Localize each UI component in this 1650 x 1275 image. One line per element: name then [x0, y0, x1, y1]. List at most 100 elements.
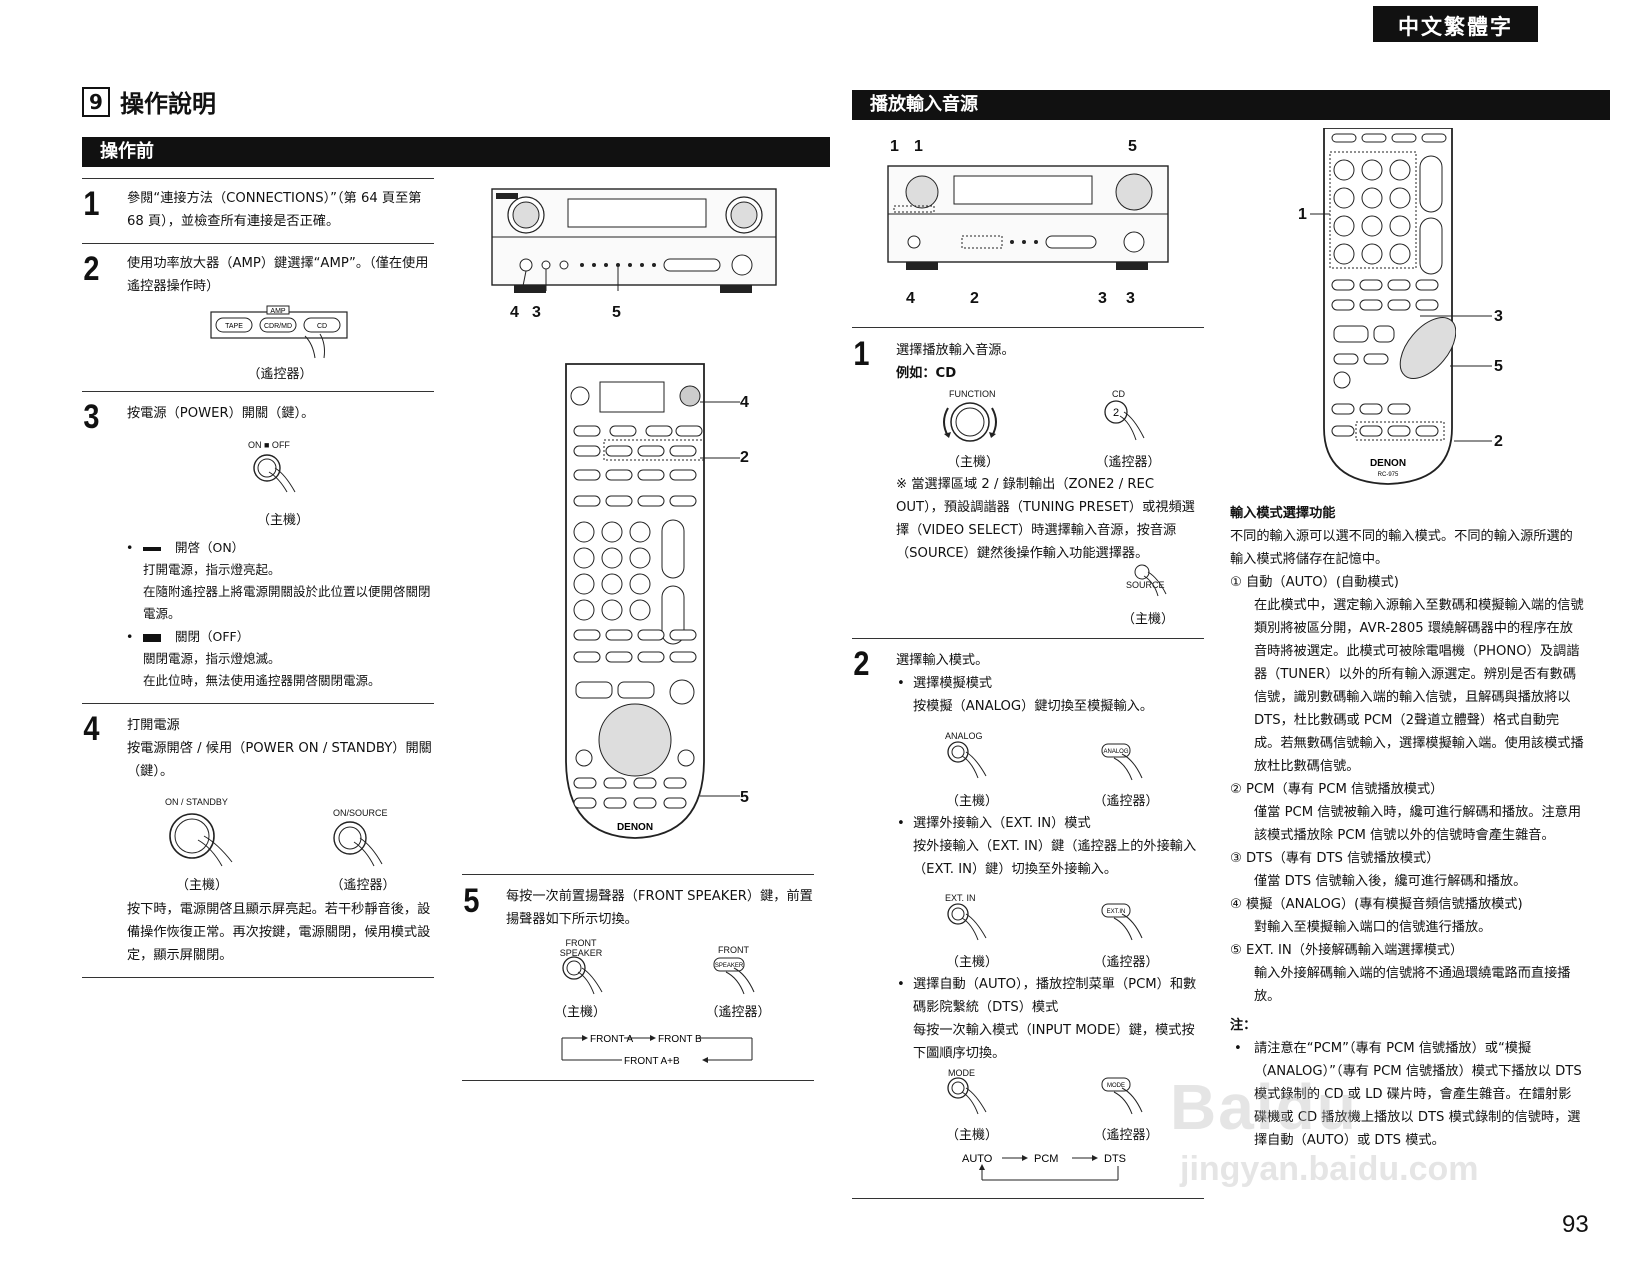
feature-item-body: 僅當 DTS 信號輸入後，纔可進行解碼和播放。	[1254, 874, 1527, 889]
callout-1: 1	[914, 138, 923, 155]
callout-4: 4	[906, 290, 915, 307]
source-label: SOURCE	[1126, 580, 1165, 590]
feature-item: ④ 模擬（ANALOG）(專有模擬音頻信號播放模式)對輸入至模擬輸入端口的信號進…	[1230, 893, 1584, 939]
callout-5: 5	[740, 789, 749, 806]
step-number: 2	[83, 250, 100, 288]
step-text: 使用功率放大器（AMP）鍵選擇“AMP”。（僅在使用遙控器操作時）	[127, 256, 429, 294]
source-button-illustration	[1134, 564, 1167, 597]
feature-item-body: 僅當 PCM 信號被輸入時，纔可進行解碼和播放。注意用該模式播放除 PCM 信號…	[1254, 805, 1582, 843]
section-number: 9	[82, 86, 110, 117]
feature-item-body: 輸入外接解碼輸入端的信號將不通過環繞電路而直接播放。	[1254, 966, 1571, 1004]
caption-remote: （遙控器）	[330, 878, 396, 893]
remote-brand-label: DENON	[617, 822, 653, 833]
bullet-line: 打開電源，指示燈亮起。	[143, 562, 281, 577]
ext-in-key-illustration: EXT.IN	[1101, 903, 1143, 941]
flow-dts: DTS	[1104, 1153, 1126, 1165]
caption-remote: （遙控器）	[705, 1005, 771, 1020]
bullet-title: 開啓（ON）	[174, 540, 245, 555]
mode-bullet-auto-pcm-dts: •選擇自動（AUTO），播放控制菜單（PCM）和數碼影院繫統（DTS）模式 每按…	[897, 973, 1203, 1065]
section-bar-before-operation: 操作前	[82, 137, 830, 167]
language-tab: 中文繁體字	[1373, 6, 1538, 42]
flow-auto: AUTO	[962, 1153, 993, 1165]
cd-key-label: CD	[317, 323, 327, 330]
bullet-line: 在隨附遙控器上將電源開關設於此位置以便開啓關閉電源。	[143, 584, 431, 621]
callout-2: 2	[970, 290, 979, 307]
caption-remote: （遙控器）	[247, 367, 313, 382]
feature-item-head: ① 自動（AUTO）(自動模式)	[1230, 575, 1399, 590]
front-speaker-flow-diagram: FRONT A FRONT B FRONT A+B	[561, 1034, 753, 1067]
step-text: 參閱“連接方法（CONNECTIONS）”（第 64 頁至第 68 頁），並檢查…	[127, 191, 422, 229]
step-text: 每按一次前置揚聲器（FRONT SPEAKER）鍵，前置揚聲器如下所示切換。	[506, 889, 813, 927]
divider	[852, 638, 1204, 639]
callout-leaders	[700, 401, 740, 797]
feature-item: ② PCM（專有 PCM 信號播放模式） 僅當 PCM 信號被輸入時，纔可進行解碼…	[1230, 778, 1584, 847]
feature-item-head: ② PCM（專有 PCM 信號播放模式）	[1230, 782, 1444, 797]
divider	[852, 327, 1204, 328]
feature-item-body: 對輸入至模擬輸入端口的信號進行播放。	[1254, 920, 1492, 935]
section-bar-playback: 播放輸入音源	[852, 90, 1610, 120]
caption-main-unit: （主機）	[945, 955, 998, 970]
callout-2: 2	[1494, 433, 1503, 450]
remote-brand-label: DENON	[1370, 458, 1406, 469]
step-number: 3	[83, 398, 100, 436]
mode-key-illustration: MODE	[1101, 1077, 1143, 1115]
receiver-front-panel-illustration	[491, 188, 777, 293]
tape-key-label: TAPE	[225, 323, 243, 330]
power-on-bullet: • 開啓（ON） 打開電源，指示燈亮起。 在隨附遙控器上將電源開關設於此位置以便…	[126, 537, 433, 625]
power-button-illustration	[253, 454, 296, 493]
ext-in-key-label: EXT.IN	[1107, 909, 1126, 915]
caption-main-unit: （主機）	[175, 878, 228, 893]
callout-1: 1	[1298, 206, 1307, 223]
on-standby-button-illustration	[169, 813, 233, 867]
front-speaker-label: FRONT SPEAKER	[559, 938, 603, 958]
on-off-label: ON ■ OFF	[248, 440, 290, 450]
speaker-key-illustration: SPEAKER	[713, 957, 755, 995]
caption-main-unit: （主機）	[945, 794, 998, 809]
callout-5: 5	[1494, 358, 1503, 375]
input-mode-feature-section: 輸入模式選擇功能 不同的輸入源可以選不同的輸入模式。不同的輸入源所選的輸入模式將…	[1230, 502, 1584, 1152]
on-standby-label: ON / STANDBY	[165, 797, 228, 807]
bullet-title: 選擇自動（AUTO），播放控制菜單（PCM）和數碼影院繫統（DTS）模式	[913, 977, 1197, 1015]
cd-label: CD	[1112, 389, 1125, 399]
bullet-title: 選擇外接輸入（EXT. IN）模式	[913, 816, 1091, 831]
caption-remote: （遙控器）	[1093, 955, 1159, 970]
front-label: FRONT	[718, 945, 749, 955]
section-title-text: 操作說明	[120, 90, 216, 118]
section-title: 9 操作說明	[82, 84, 216, 119]
divider	[82, 977, 434, 978]
callout-2: 2	[740, 449, 749, 466]
note-title: 注：	[1230, 1018, 1257, 1033]
callout-5: 5	[612, 304, 621, 321]
feature-item-body: 在此模式中，選定輸入源輸入至數碼和模擬輸入端的信號類別將被區分開，AVR-280…	[1254, 598, 1584, 774]
caption-main-unit: （主機）	[1121, 612, 1174, 627]
divider	[82, 703, 434, 704]
caption-remote: （遙控器）	[1095, 455, 1161, 470]
feature-item: ① 自動（AUTO）(自動模式) 在此模式中，選定輸入源輸入至數碼和模擬輸入端的信…	[1230, 571, 1584, 778]
cd-key-illustration: 2	[1104, 400, 1145, 441]
callout-1: 1	[890, 138, 899, 155]
function-label: FUNCTION	[949, 389, 996, 399]
svg-text:2: 2	[1113, 407, 1119, 419]
step-example: 例如：CD	[896, 366, 957, 381]
speaker-key-label: SPEAKER	[715, 963, 744, 969]
feature-item: ③ DTS（專有 DTS 信號播放模式）僅當 DTS 信號輸入後，纔可進行解碼和…	[1230, 847, 1584, 893]
caption-main-unit: （主機）	[256, 513, 309, 528]
callout-3: 3	[1126, 290, 1135, 307]
bullet-text: 按外接輸入（EXT. IN）鍵（遙控器上的外接輸入（EXT. IN）鍵）切換至外…	[913, 839, 1197, 877]
remote-amp-keys-illustration: AMP TAPE CDR/MD CD	[210, 305, 348, 359]
bullet-line: 關閉電源，指示燈熄滅。	[143, 651, 281, 666]
on-source-label: ON/SOURCE	[333, 808, 388, 818]
flow-pcm: PCM	[1034, 1153, 1058, 1165]
step-number: 4	[83, 710, 100, 748]
feature-item: ⑤ EXT. IN（外接解碼輸入端選擇模式）輸入外接解碼輸入端的信號將不通過環繞…	[1230, 939, 1584, 1008]
page-number: 93	[1562, 1211, 1589, 1238]
power-off-bullet: • 關閉（OFF） 關閉電源，指示燈熄滅。 在此位時，無法使用遙控器開啓關閉電源…	[126, 626, 433, 692]
step-text: 選擇播放輸入音源。	[896, 343, 1015, 358]
step-number: 5	[463, 882, 480, 920]
callout-3: 3	[1098, 290, 1107, 307]
watermark-url: jingyan.baidu.com	[1180, 1150, 1479, 1188]
step-number: 1	[83, 185, 100, 223]
watermark-logo: Baidu	[1170, 1071, 1358, 1143]
step-number: 1	[853, 335, 870, 373]
step-text: 按電源（POWER）開關（鍵）。	[127, 406, 315, 421]
